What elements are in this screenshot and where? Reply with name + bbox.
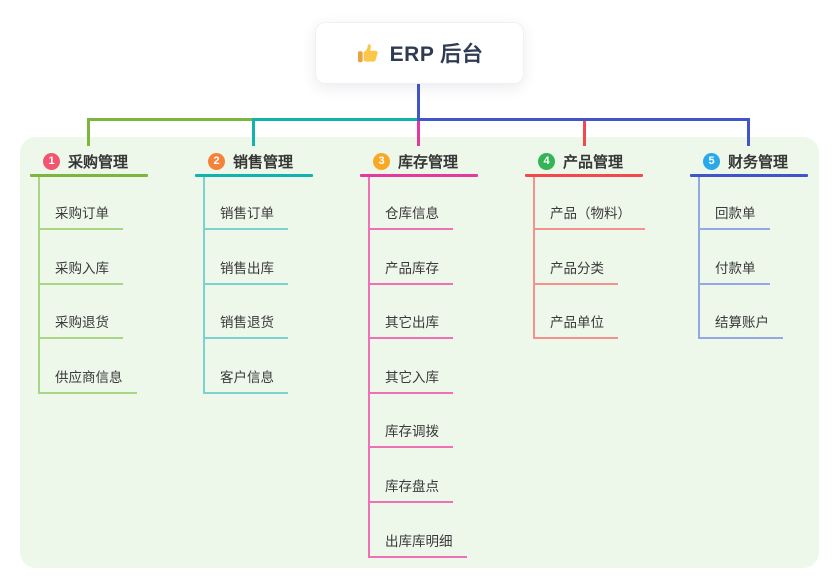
child-node[interactable]: 其它出库 <box>368 309 453 339</box>
connector-line <box>87 118 254 121</box>
branch-underline <box>195 174 313 177</box>
branch-trunk-line <box>368 177 370 558</box>
child-node[interactable]: 仓库信息 <box>368 200 453 230</box>
branch-trunk-line <box>533 177 535 339</box>
branch-number-badge: 3 <box>373 152 390 170</box>
branch-underline <box>30 174 148 177</box>
thumbs-up-icon <box>356 41 380 65</box>
branch-label: 销售管理 <box>233 153 294 171</box>
child-node[interactable]: 产品库存 <box>368 255 453 285</box>
branch-trunk-line <box>38 177 40 394</box>
branch-number-badge: 4 <box>538 152 555 170</box>
branch-header-3[interactable]: 3 库存管理 <box>373 150 458 172</box>
branch-underline <box>360 174 478 177</box>
child-node[interactable]: 销售订单 <box>203 200 288 230</box>
child-node[interactable]: 库存调拨 <box>368 418 453 448</box>
branch-label: 财务管理 <box>728 153 789 171</box>
child-node[interactable]: 其它入库 <box>368 364 453 394</box>
connector-line <box>583 121 586 146</box>
branch-header-2[interactable]: 2 销售管理 <box>208 150 293 172</box>
child-node[interactable]: 结算账户 <box>698 309 783 339</box>
branch-label: 产品管理 <box>563 153 624 171</box>
child-node[interactable]: 采购入库 <box>38 255 123 285</box>
connector-line <box>417 82 420 121</box>
child-node[interactable]: 产品分类 <box>533 255 618 285</box>
child-node[interactable]: 出库库明细 <box>368 528 467 558</box>
child-node[interactable]: 库存盘点 <box>368 473 453 503</box>
child-node[interactable]: 产品（物料） <box>533 200 645 230</box>
child-node[interactable]: 产品单位 <box>533 309 618 339</box>
connector-line <box>417 121 420 146</box>
branch-header-1[interactable]: 1 采购管理 <box>43 150 128 172</box>
child-node[interactable]: 采购退货 <box>38 309 123 339</box>
child-node[interactable]: 采购订单 <box>38 200 123 230</box>
branch-header-5[interactable]: 5 财务管理 <box>703 150 788 172</box>
branch-number-badge: 1 <box>43 152 60 170</box>
child-node[interactable]: 供应商信息 <box>38 364 137 394</box>
branch-trunk-line <box>698 177 700 339</box>
branch-label: 采购管理 <box>68 153 129 171</box>
branch-label: 库存管理 <box>398 153 459 171</box>
connector-line <box>747 118 750 146</box>
child-node[interactable]: 付款单 <box>698 255 770 285</box>
branch-header-4[interactable]: 4 产品管理 <box>538 150 623 172</box>
branch-underline <box>690 174 808 177</box>
branch-trunk-line <box>203 177 205 394</box>
branch-number-badge: 2 <box>208 152 225 170</box>
mindmap-panel <box>20 137 819 568</box>
child-node[interactable]: 销售出库 <box>203 255 288 285</box>
connector-line <box>417 118 750 121</box>
child-node[interactable]: 销售退货 <box>203 309 288 339</box>
child-node[interactable]: 客户信息 <box>203 364 288 394</box>
root-node[interactable]: ERP 后台 <box>315 22 524 84</box>
branch-number-badge: 5 <box>703 152 720 170</box>
root-title: ERP 后台 <box>389 43 484 66</box>
connector-line <box>252 118 255 146</box>
child-node[interactable]: 回款单 <box>698 200 770 230</box>
branch-underline <box>525 174 643 177</box>
connector-line <box>87 118 90 146</box>
connector-line <box>252 118 419 121</box>
